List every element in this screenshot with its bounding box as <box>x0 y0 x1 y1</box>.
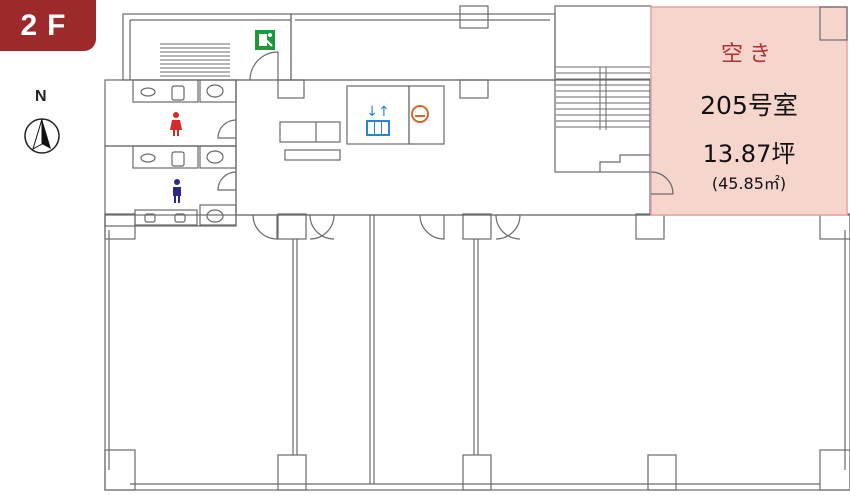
smoking-room <box>408 85 445 145</box>
room-number: 205号室 <box>700 91 798 120</box>
stair-east <box>554 5 652 173</box>
room-area-sqm: (45.85㎡) <box>711 174 787 193</box>
female-restroom-icon <box>170 112 182 136</box>
male-restroom-icon <box>173 179 181 203</box>
vacant-room-205 <box>650 6 848 216</box>
emergency-exit-icon <box>255 30 275 50</box>
svg-text:↓↑: ↓↑ <box>366 104 389 120</box>
elevator-icon: ↓↑ <box>366 104 390 136</box>
floor-label: 2F <box>0 0 96 51</box>
top-room <box>290 13 556 81</box>
room-area-tsubo: 13.87坪 <box>702 140 796 168</box>
north-arrow-icon <box>24 118 60 154</box>
vacancy-status: 空き <box>720 42 777 67</box>
north-label: N <box>35 88 47 105</box>
smoking-area-icon <box>411 105 429 123</box>
restroom-female <box>104 79 237 147</box>
core-area <box>235 79 651 216</box>
